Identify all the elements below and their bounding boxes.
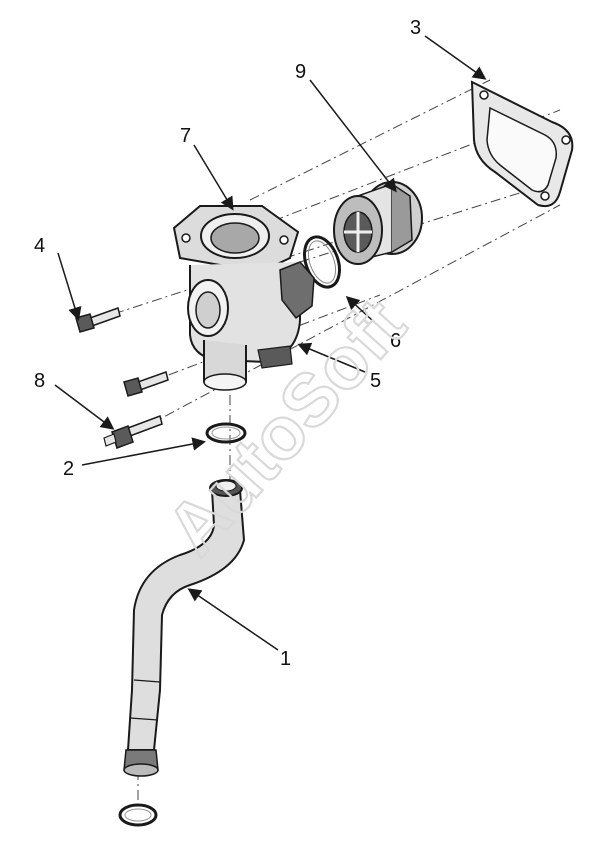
callout-8: 8 (34, 370, 45, 392)
leader-1 (187, 588, 279, 651)
callout-9: 9 (295, 61, 306, 83)
leader-lines (54, 35, 487, 651)
callout-4: 4 (34, 235, 45, 257)
callout-1: 1 (280, 648, 291, 670)
gasket-plate-part (470, 80, 574, 208)
seal-ring-part-2 (205, 422, 247, 444)
callout-2: 2 (63, 458, 74, 480)
callout-5: 5 (370, 370, 381, 392)
leader-9 (309, 79, 397, 193)
stud-bolt-part-8 (103, 415, 163, 449)
leader-3 (424, 35, 487, 80)
coolant-pipe-part-1 (123, 479, 246, 777)
leader-4 (57, 252, 82, 321)
callout-7: 7 (180, 125, 191, 147)
callout-3: 3 (410, 17, 421, 39)
thermostat-part (333, 181, 423, 265)
callout-labels: 3 9 7 4 6 5 8 2 1 (34, 17, 421, 670)
assembly-axis-lines (94, 79, 561, 805)
bolt-part-middle (123, 371, 169, 397)
o-ring-seal-part (303, 235, 341, 289)
leader-5 (297, 342, 366, 373)
thermostat-housing-part (172, 205, 315, 391)
leader-7 (193, 144, 234, 211)
callout-6: 6 (390, 330, 401, 352)
bolt-part-4 (75, 307, 121, 333)
leader-2 (81, 437, 206, 466)
seal-ring-bottom (118, 803, 158, 827)
leader-8 (54, 384, 115, 430)
leader-6 (345, 295, 386, 333)
